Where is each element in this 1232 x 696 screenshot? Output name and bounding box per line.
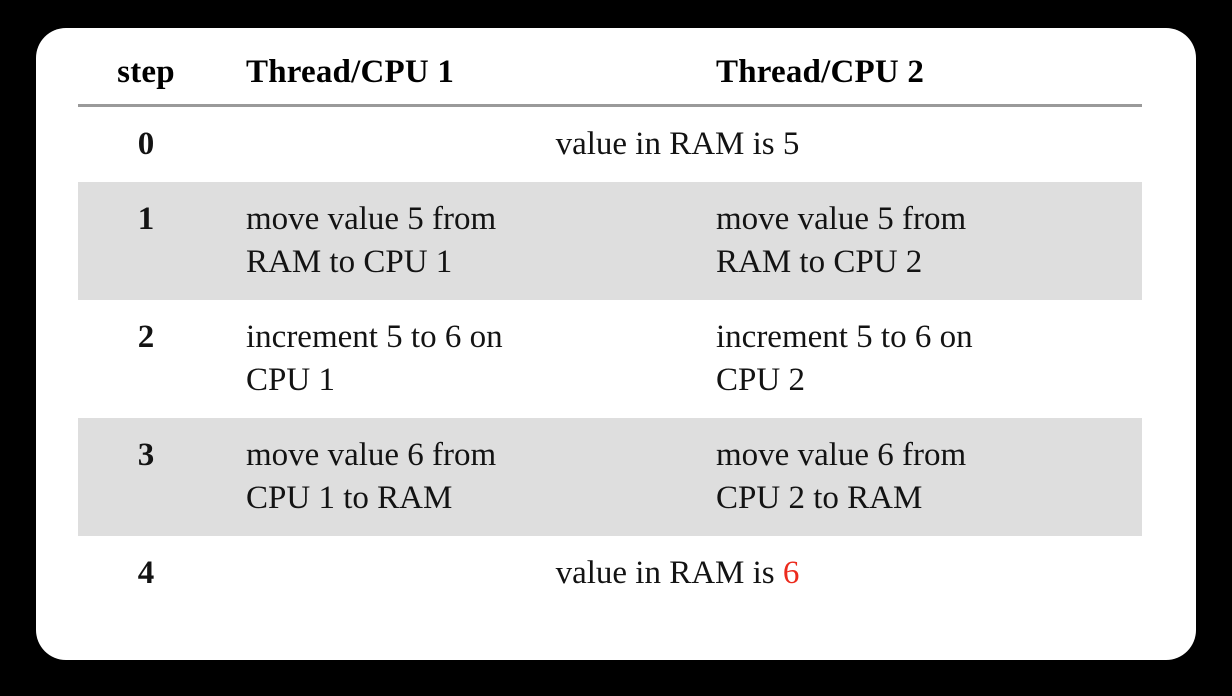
table-row: 1 move value 5 from RAM to CPU 1 move va… bbox=[78, 182, 1142, 300]
column-header-thread-cpu-1: Thread/CPU 1 bbox=[214, 38, 670, 107]
cpu2-action-line-2: CPU 2 to RAM bbox=[716, 480, 923, 516]
cpu1-action-line-2: RAM to CPU 1 bbox=[246, 244, 453, 280]
step-number: 4 bbox=[137, 555, 155, 591]
thread-cpu-steps-table: step Thread/CPU 1 Thread/CPU 2 0 value i… bbox=[78, 38, 1142, 611]
cpu1-action-line-1: move value 5 from bbox=[246, 201, 497, 237]
cpu2-action-line-1: increment 5 to 6 on bbox=[716, 319, 973, 355]
cpu2-action-line-2: RAM to CPU 2 bbox=[716, 244, 923, 280]
cpu1-action-line-2: CPU 1 to RAM bbox=[246, 480, 453, 516]
steps-table-wrapper: step Thread/CPU 1 Thread/CPU 2 0 value i… bbox=[78, 38, 1142, 611]
table-row: 2 increment 5 to 6 on CPU 1 increment 5 … bbox=[78, 300, 1142, 418]
ram-state-value-highlighted: 6 bbox=[782, 555, 800, 591]
cpu2-action-line-1: move value 6 from bbox=[716, 437, 967, 473]
column-header-thread-cpu-2: Thread/CPU 2 bbox=[670, 38, 1142, 107]
table-row: 0 value in RAM is 5 bbox=[78, 106, 1142, 183]
table-body: 0 value in RAM is 5 1 move value 5 from … bbox=[78, 106, 1142, 612]
table-row: 3 move value 6 from CPU 1 to RAM move va… bbox=[78, 418, 1142, 536]
cpu1-action-line-2: CPU 1 bbox=[246, 362, 335, 398]
step-number: 1 bbox=[78, 182, 214, 300]
cpu1-action-line-1: increment 5 to 6 on bbox=[246, 319, 503, 355]
cpu1-action-cell: move value 6 from CPU 1 to RAM bbox=[214, 418, 670, 536]
content-card: step Thread/CPU 1 Thread/CPU 2 0 value i… bbox=[36, 28, 1196, 660]
cpu1-action-line-1: move value 6 from bbox=[246, 437, 497, 473]
cpu2-action-line-2: CPU 2 bbox=[716, 362, 805, 398]
cpu1-action-cell: move value 5 from RAM to CPU 1 bbox=[214, 182, 670, 300]
step-number: 0 bbox=[137, 126, 155, 162]
step-number: 3 bbox=[78, 418, 214, 536]
ram-state-value: 5 bbox=[782, 126, 800, 162]
cpu2-action-cell: move value 6 from CPU 2 to RAM bbox=[670, 418, 1142, 536]
column-header-step: step bbox=[78, 38, 214, 107]
cpu2-action-cell: increment 5 to 6 on CPU 2 bbox=[670, 300, 1142, 418]
table-header: step Thread/CPU 1 Thread/CPU 2 bbox=[78, 38, 1142, 107]
ram-state-cell: value in RAM is 5 bbox=[214, 106, 1142, 183]
step-number: 2 bbox=[137, 319, 155, 355]
header-row: step Thread/CPU 1 Thread/CPU 2 bbox=[78, 38, 1142, 107]
ram-state-text: value in RAM is bbox=[555, 126, 783, 162]
ram-state-cell: value in RAM is 6 bbox=[214, 536, 1142, 611]
cpu1-action-cell: increment 5 to 6 on CPU 1 bbox=[214, 300, 670, 418]
cpu2-action-cell: move value 5 from RAM to CPU 2 bbox=[670, 182, 1142, 300]
cpu2-action-line-1: move value 5 from bbox=[716, 201, 967, 237]
ram-state-text: value in RAM is bbox=[555, 555, 783, 591]
table-row: 4 value in RAM is 6 bbox=[78, 536, 1142, 611]
